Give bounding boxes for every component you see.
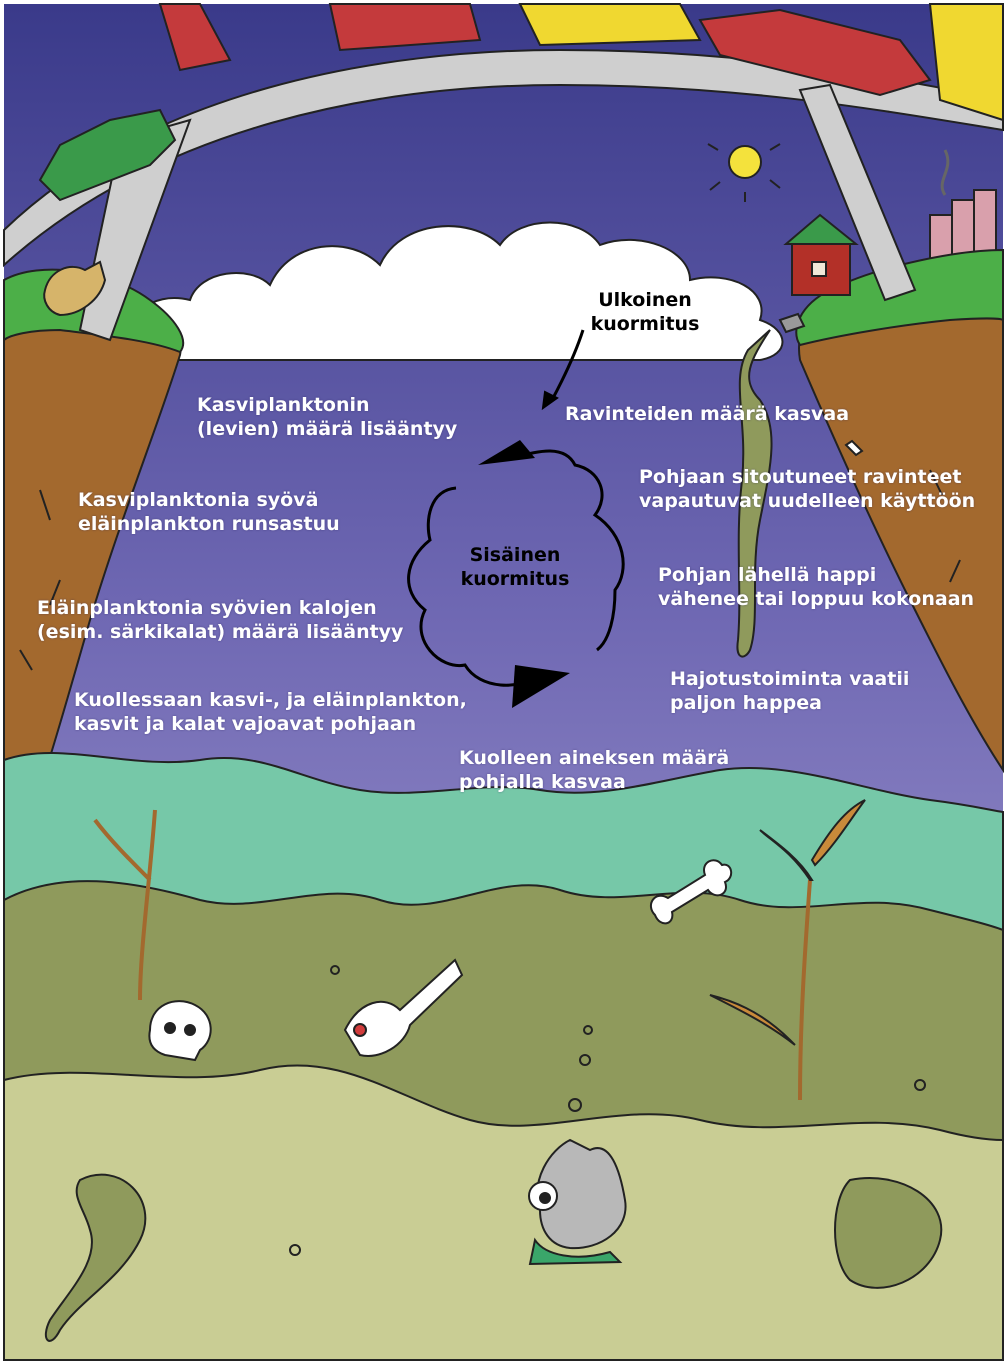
skull-icon (148, 1000, 212, 1062)
step-zooplankton-increase: Kasviplanktonia syövä eläinplankton runs… (78, 489, 340, 535)
sun-icon (707, 143, 781, 202)
fish-skeleton-icon (343, 958, 464, 1057)
step-decomposition: Hajotustoiminta vaatii paljon happea (670, 668, 910, 714)
step-nutrient-release: Pohjaan sitoutuneet ravinteet vapautuvat… (639, 466, 976, 512)
bridge-icon (3, 48, 1004, 342)
step-nutrients-increase: Ravinteiden määrä kasvaa (565, 403, 850, 425)
outflow-plume (736, 312, 806, 658)
step-fish-increase: Eläinplanktonia syövien kalojen (esim. s… (37, 597, 404, 643)
bone-icon (649, 439, 864, 925)
cycle-arrow-icon (407, 440, 625, 708)
step-phytoplankton-increase: Kasviplanktonin (levien) määrä lisääntyy (197, 394, 458, 440)
external-load-arrow (541, 329, 585, 411)
fish-icon (528, 1138, 627, 1266)
sediment-layer (3, 880, 1004, 1361)
bubbles (289, 965, 926, 1256)
dead-plant-icon (93, 809, 812, 1101)
cow-icon (43, 260, 107, 317)
leaf-icon (709, 799, 866, 1046)
cloud-icon (136, 221, 784, 361)
internal-load-label: Sisäinen kuormitus (460, 544, 570, 590)
house-icon (783, 213, 859, 296)
external-load-label: Ulkoinen kuormitus (590, 289, 700, 335)
step-dead-matter-increase: Kuolleen aineksen määrä pohjalla kasvaa (459, 747, 730, 793)
step-sinking: Kuollessaan kasvi-, ja eläinplankton, ka… (74, 689, 467, 735)
step-oxygen-depletion: Pohjan lähellä happi vähenee tai loppuu … (658, 564, 975, 610)
car-icon (38, 3, 1004, 202)
